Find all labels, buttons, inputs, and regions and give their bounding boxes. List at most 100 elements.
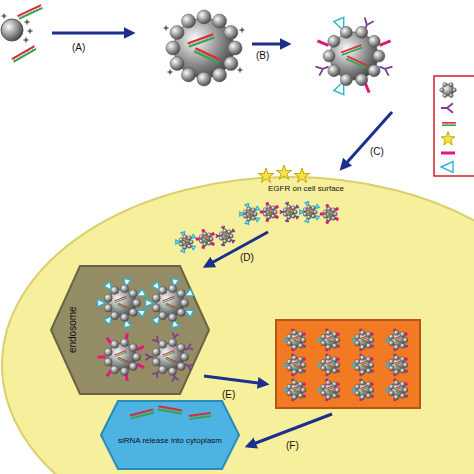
particle-core [391, 333, 405, 347]
base-pair [169, 359, 171, 360]
sirna-strand [328, 366, 334, 369]
antibody-ligand [152, 336, 162, 346]
base-pair [124, 351, 126, 353]
base-pair [345, 51, 347, 54]
particle-core [174, 18, 234, 78]
illustration-part [292, 348, 294, 351]
peptide-ligand [211, 243, 214, 245]
illustration-part [370, 344, 374, 348]
base-pair [169, 298, 171, 300]
surface-sphere [327, 217, 331, 221]
sirna-duplex [287, 209, 292, 212]
step-label: (B) [256, 50, 269, 61]
base-pair [444, 123, 445, 125]
base-pair [364, 337, 366, 339]
sirna-strand [249, 214, 253, 216]
antibody-ligand [370, 344, 374, 348]
surface-sphere [129, 344, 137, 352]
base-pair [168, 408, 170, 411]
base-pair [193, 415, 194, 418]
surface-sphere [111, 286, 119, 294]
surface-sphere [292, 380, 297, 385]
illustration-part [190, 244, 195, 249]
peptide-ligand [317, 41, 328, 46]
sirna-duplex [328, 365, 334, 369]
base-pair [184, 240, 186, 242]
base-pair [330, 337, 332, 339]
base-pair [356, 61, 357, 63]
illustration-part [319, 389, 322, 392]
aptamer-ligand [254, 207, 259, 212]
illustration-part [267, 202, 268, 206]
sirna-duplex [247, 211, 252, 214]
sirna-strand [166, 357, 177, 362]
illustration-part [371, 333, 373, 335]
surface-sphere [307, 215, 311, 219]
surface-sphere [355, 341, 360, 346]
sirna-duplex [394, 336, 400, 340]
surface-sphere [181, 68, 195, 82]
illustration-part [336, 344, 340, 348]
antibody-ligand [370, 369, 374, 373]
peptide-ligand [337, 333, 339, 335]
nanoparticle [300, 202, 320, 223]
particle-core [245, 209, 255, 219]
surface-sphere [177, 290, 185, 298]
surface-sphere [283, 208, 287, 212]
sirna-duplex [294, 340, 300, 344]
surface-sphere [291, 206, 295, 210]
base-pair [207, 54, 208, 57]
illustration-part [360, 373, 362, 376]
particle-core [221, 231, 231, 241]
peptide-ligand [137, 364, 144, 367]
sirna-strand [396, 340, 402, 343]
surface-sphere [292, 355, 297, 360]
antibody-ligand [230, 238, 235, 243]
base-pair [21, 54, 23, 57]
base-pair [225, 236, 227, 237]
peptide-ligand [393, 373, 397, 376]
base-pair [329, 366, 331, 367]
base-pair [127, 362, 129, 363]
illustration-part [254, 216, 259, 221]
sirna-duplex [267, 209, 272, 212]
base-pair [185, 242, 187, 243]
surface-sphere [360, 345, 365, 350]
sirna-strand [165, 359, 176, 364]
sirna-strand [224, 237, 228, 239]
illustration-part [203, 229, 204, 233]
nanoparticle [319, 354, 341, 376]
antibody-ligand [216, 234, 220, 237]
step-label: (E) [222, 389, 235, 400]
surface-sphere [159, 366, 167, 374]
antibody-ligand [325, 354, 328, 358]
illustration-part [314, 205, 319, 210]
surface-sphere [181, 353, 189, 361]
sirna-strand [162, 297, 174, 301]
sirna-strand [118, 303, 129, 308]
surface-sphere [129, 290, 137, 298]
particle-core [289, 383, 303, 397]
sirna-strand [18, 5, 42, 16]
illustration-part [146, 354, 154, 360]
legend-frame [434, 76, 474, 176]
surface-sphere [311, 206, 315, 210]
illustration-part [152, 368, 162, 378]
peptide-ligand [379, 41, 390, 46]
particle-core [285, 207, 295, 217]
sirna-duplex [396, 390, 402, 394]
surface-sphere [323, 50, 335, 62]
sirna-strand [328, 365, 334, 368]
base-pair [296, 337, 298, 339]
peptide-ligand [291, 373, 295, 376]
surface-sphere [394, 395, 399, 400]
sirna-strand [294, 341, 300, 344]
surface-sphere [403, 338, 408, 343]
surface-sphere [267, 215, 271, 219]
surface-sphere [104, 304, 112, 312]
sirna-duplex [223, 233, 228, 236]
illustration-part [211, 243, 214, 245]
antibody-ligand [393, 354, 396, 358]
surface-sphere [303, 208, 307, 212]
sirna-strand [328, 391, 334, 394]
